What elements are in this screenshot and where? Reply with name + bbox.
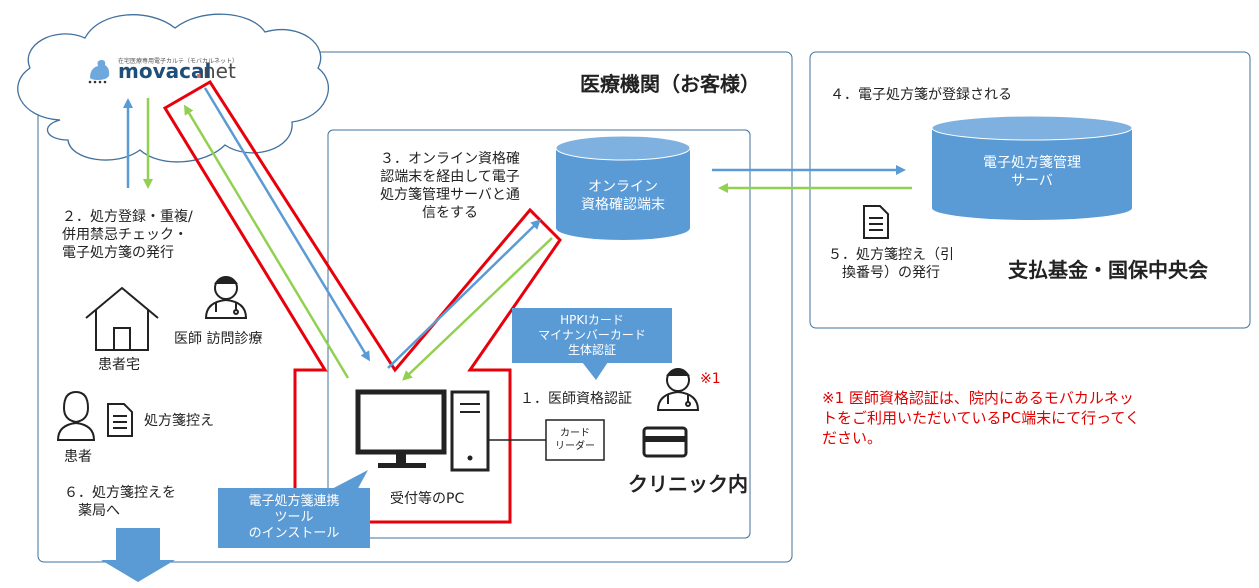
auth-methods-callout: HPKIカード マイナンバーカード 生体認証 (512, 308, 672, 363)
card-reader-line2: リーダー (555, 441, 595, 452)
medical-institution-box (37, 51, 793, 563)
cloud-shape (17, 13, 329, 163)
step6-line2: 薬局へ (78, 503, 120, 519)
reception-pc-label: 受付等のPC (390, 491, 465, 507)
arrow-green-pc-to-cloud (183, 104, 350, 379)
step3-text: ３．オンライン資格確 認端末を経由して電子 処方箋管理サーバと通 信をする (355, 150, 545, 222)
online-terminal-line2: 資格確認端末 (581, 197, 665, 213)
footnote-line1: ※1 医師資格認証は、院内にあるモバカルネッ (822, 389, 1134, 407)
auth-callout-pointer (582, 362, 608, 380)
brand-tld: net (203, 59, 236, 83)
cloud-tagline: 在宅医療専用電子カルテ（モバカルネット） (118, 58, 239, 65)
payment-fund-box (809, 51, 1251, 329)
document-icon (107, 403, 133, 437)
step3-line2: 認端末を経由して電子 (380, 169, 520, 185)
doctor-icon (204, 276, 248, 319)
arrow-blue-cloud-to-pc (203, 87, 371, 362)
online-terminal-label: オンライン 資格確認端末 (556, 178, 690, 214)
step4-text: ４．電子処方箋が登録される (830, 87, 1012, 103)
patient-label: 患者 (64, 449, 92, 465)
step1-text: １．医師資格認証 (520, 391, 632, 407)
prescription-server-line1: 電子処方箋管理 (983, 155, 1081, 171)
card-reader-line1: カード (560, 428, 590, 439)
step3-line1: ３．オンライン資格確 (380, 151, 520, 167)
footnote-line2: トをご利用いただいているPC端末にて行ってく (822, 409, 1140, 427)
auth-method-biometric: 生体認証 (567, 343, 616, 357)
house-icon (85, 286, 159, 351)
card-reader-label: カード リーダー (546, 427, 604, 453)
online-terminal-db-icon (555, 135, 691, 240)
step6-line1: ６．処方箋控えを (64, 485, 176, 501)
clinic-inside-title: クリニック内 (628, 472, 748, 496)
step3-line3: 処方箋管理サーバと通 (380, 187, 520, 203)
footnote-text: ※1 医師資格認証は、院内にあるモバカルネッ トをご利用いただいているPC端末に… (822, 388, 1140, 448)
prescription-server-label: 電子処方箋管理 サーバ (932, 154, 1132, 190)
note-mark: ※1 (700, 371, 721, 387)
prescription-copy-label: 処方箋控え (144, 413, 214, 429)
step6-text: ６．処方箋控えを 薬局へ (64, 484, 176, 520)
brand-dot: . (195, 59, 203, 83)
arrow-green-terminal-to-pc (402, 237, 553, 381)
step2-line1: ２．処方登録・重複/ (62, 209, 193, 225)
monitor-icon (355, 389, 447, 468)
doctor-icon-clinic (656, 368, 700, 411)
pc-tower-icon (450, 390, 490, 472)
footnote-line3: ださい。 (822, 429, 883, 447)
step5-line1: ５．処方箋控え（引 (828, 247, 954, 263)
doctor-visit-label: 医師 訪問診療 (174, 331, 263, 347)
auth-method-mynumber: マイナンバーカード (538, 328, 646, 342)
down-arrow-to-pharmacy (101, 528, 175, 582)
arrow-blue-pc-to-terminal (387, 219, 541, 369)
prescription-server-db-icon (931, 115, 1133, 220)
card-reader-box (545, 419, 605, 461)
install-tool-callout: 電子処方箋連携 ツール のインストール (218, 488, 370, 548)
red-route-outline (162, 79, 562, 524)
card-icon (642, 426, 688, 458)
install-tool-line1: 電子処方箋連携 (248, 494, 340, 509)
patient-icon (56, 390, 96, 441)
install-tool-line2: ツール (274, 510, 314, 525)
step2-line3: 電子処方箋の発行 (62, 245, 174, 261)
step2-line2: 併用禁忌チェック・ (62, 227, 188, 243)
auth-method-hpki: HPKIカード (560, 313, 624, 327)
prescription-server-line2: サーバ (1011, 173, 1053, 189)
install-callout-pointer (326, 470, 368, 492)
step5-line2: 換番号）の発行 (842, 265, 940, 281)
brand-main: movacal (118, 59, 212, 83)
medical-institution-title: 医療機関（お客様） (580, 72, 760, 96)
step3-line4: 信をする (422, 205, 478, 221)
install-tool-line3: のインストール (248, 526, 340, 541)
movacal-logo: movacal . net (86, 56, 246, 84)
online-terminal-line1: オンライン (588, 179, 658, 195)
step2-text: ２．処方登録・重複/ 併用禁忌チェック・ 電子処方箋の発行 (62, 208, 193, 262)
step5-text: ５．処方箋控え（引 換番号）の発行 (828, 246, 954, 282)
payment-fund-title: 支払基金・国保中央会 (1008, 258, 1208, 282)
patient-home-label: 患者宅 (98, 357, 140, 373)
movacal-bird-icon (88, 60, 110, 84)
document-icon-server (863, 205, 889, 239)
